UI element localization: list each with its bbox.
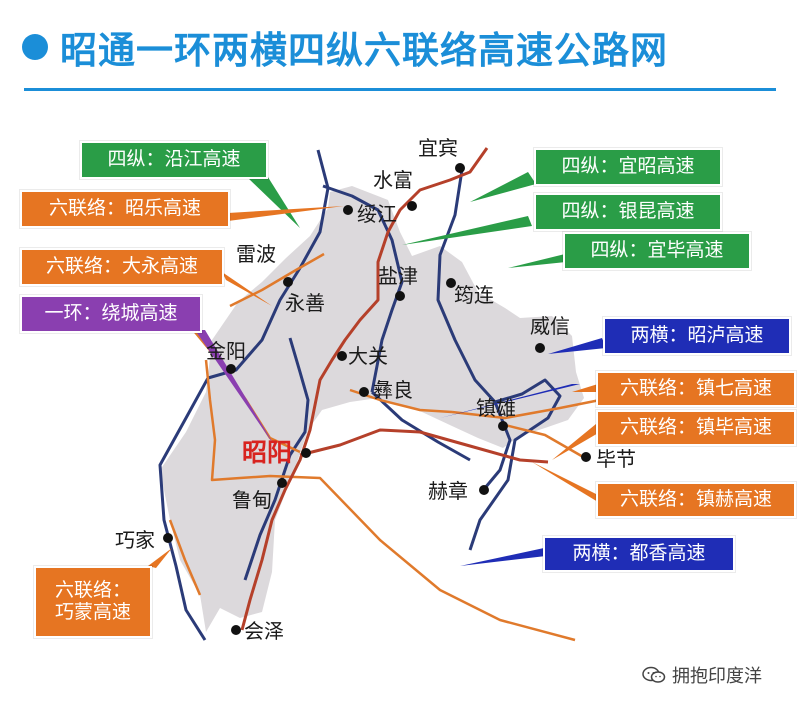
- pointer-yibin-zhaolu: [440, 384, 580, 418]
- dot-shuifu: [407, 201, 417, 211]
- existing-highway-lines: [240, 147, 549, 631]
- dot-zhaoyang: [301, 448, 311, 458]
- label-sizong-yanjiang: 四纵：沿江高速: [80, 141, 268, 179]
- label-liulianluo-zhaole: 六联络：昭乐高速: [20, 190, 230, 228]
- dot-yibin: [455, 163, 465, 173]
- watermark-text: 拥抱印度洋: [672, 666, 762, 687]
- city-bijie: 毕节: [596, 447, 636, 471]
- connector-zhenbi: [504, 423, 586, 460]
- label-yihuan-raocheng: 一环：绕城高速: [20, 295, 202, 333]
- city-shuifu: 水富: [373, 168, 413, 192]
- pointer-yibi: [508, 254, 566, 268]
- dot-qiaojia: [163, 533, 173, 543]
- city-dots: [163, 163, 591, 635]
- pointer-yinkun: [402, 216, 532, 245]
- label-liulianluo-qiaomeng: 六联络： 巧蒙高速: [34, 566, 152, 638]
- title-bullet: [22, 34, 48, 60]
- city-huize: 会泽: [244, 619, 284, 643]
- dot-suijiang: [343, 205, 353, 215]
- dot-huize: [231, 625, 241, 635]
- city-yibin: 宜宾: [418, 136, 458, 160]
- highway-zhaoyang-east: [299, 428, 549, 464]
- connector-qiaomeng: [168, 519, 202, 596]
- pointer-zhaolu: [548, 338, 606, 354]
- pointer-raocheng: [195, 330, 276, 448]
- pointer-dayong: [222, 272, 272, 306]
- city-yanjin: 盐津: [378, 264, 418, 288]
- city-yiliang: 彝良: [373, 378, 413, 402]
- dot-weixin: [535, 343, 545, 353]
- city-qiaojia: 巧家: [115, 528, 155, 552]
- city-zhaoyang: 昭阳: [242, 438, 293, 467]
- dot-daguan: [337, 351, 347, 361]
- dot-jinyang: [226, 364, 236, 374]
- label-sizong-yizhao: 四纵：宜昭高速: [534, 148, 722, 186]
- label-liulianluo-zhenqi: 六联络：镇七高速: [596, 371, 796, 407]
- dot-yiliang: [359, 387, 369, 397]
- connector-south: [204, 359, 576, 642]
- city-daguan: 大关: [348, 344, 388, 368]
- expressway-west-2: [243, 337, 310, 581]
- city-yongshan: 永善: [285, 291, 325, 315]
- city-suijiang: 绥江: [357, 202, 397, 226]
- label-pointers: [148, 172, 606, 568]
- highway-yibin-zhaoyang: [240, 147, 489, 631]
- city-junlian: 筠连: [454, 283, 494, 307]
- connector-zhenqi: [451, 398, 601, 420]
- label-liulianluo-dayong: 六联络：大永高速: [20, 248, 224, 286]
- label-lianghen-zhaolu: 两横：昭泸高速: [603, 317, 791, 355]
- dot-yanjin: [395, 291, 405, 301]
- dot-ludian: [277, 478, 287, 488]
- pointer-zhaole: [228, 206, 344, 221]
- city-ludian: 鲁甸: [232, 488, 272, 512]
- expressway-west-1: [158, 149, 330, 641]
- dot-hezhang: [479, 485, 489, 495]
- dot-bijie: [581, 452, 591, 462]
- pointer-qiaomeng: [148, 548, 172, 568]
- connector-zhaole: [229, 252, 325, 308]
- label-liulianluo-zhenhe: 六联络：镇赫高速: [596, 482, 796, 518]
- label-sizong-yibi: 四纵：宜毕高速: [563, 232, 751, 270]
- label-lianghen-duxiang: 两横：都香高速: [543, 536, 735, 572]
- expressway-north: [322, 184, 404, 393]
- page-title: 昭通一环两横四纵六联络高速公路网: [60, 29, 668, 72]
- pointer-yizhao: [470, 172, 536, 202]
- title-bar: 昭通一环两横四纵六联络高速公路网: [22, 18, 668, 76]
- city-hezhang: 赫章: [428, 479, 468, 503]
- city-jinyang: 金阳: [206, 339, 246, 363]
- pointer-zhenbi: [552, 424, 600, 460]
- dot-zhenxiong: [498, 421, 508, 431]
- city-leibo: 雷波: [236, 242, 276, 266]
- pointer-zhenqi: [572, 384, 600, 392]
- label-sizong-yinkun: 四纵：银昆高速: [534, 193, 722, 231]
- pointer-duxiang: [460, 548, 546, 566]
- city-zhenxiong: 镇雄: [476, 396, 516, 420]
- expressway-east-1: [436, 169, 562, 551]
- pointer-zhenhe: [532, 462, 598, 502]
- dot-leibo: [283, 277, 293, 287]
- label-qiaomeng-line2: 巧蒙高速: [54, 601, 131, 623]
- city-weixin: 威信: [530, 314, 570, 338]
- dot-junlian: [446, 278, 456, 288]
- watermark: 拥抱印度洋: [642, 662, 762, 688]
- title-underline: [24, 88, 776, 91]
- pointer-yanjiang: [248, 174, 300, 228]
- label-qiaomeng-line1: 六联络：: [54, 579, 131, 602]
- label-liulianluo-zhenbi: 六联络：镇毕高速: [596, 410, 796, 446]
- wechat-icon: [642, 666, 666, 683]
